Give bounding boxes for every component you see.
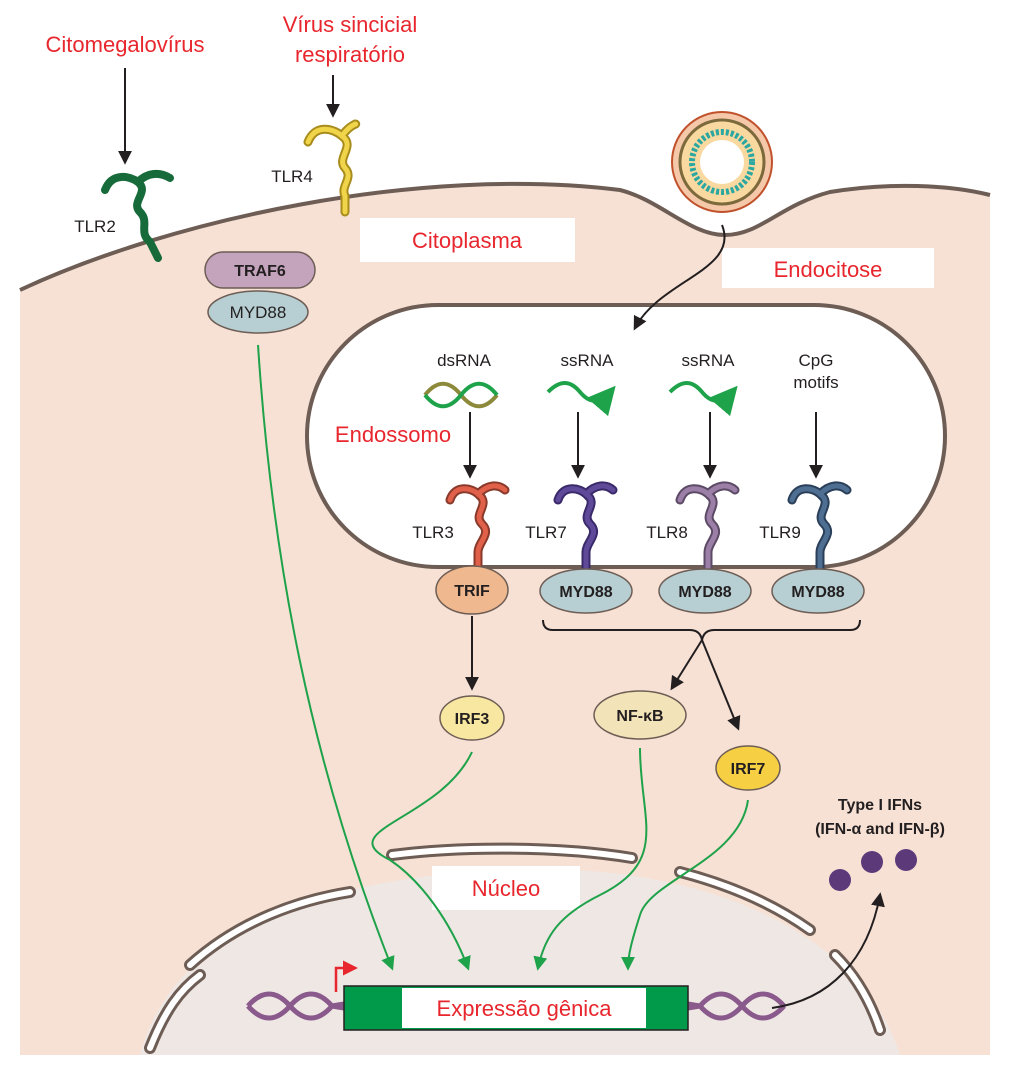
ssrna-tlr7-icon bbox=[546, 381, 616, 417]
endocitose-label-box bbox=[722, 248, 934, 288]
tlr4-label: TLR4 bbox=[271, 167, 313, 186]
citoplasma-label: Citoplasma bbox=[412, 228, 523, 253]
ssrna-tlr8-icon bbox=[668, 381, 738, 417]
tlr7-receptor-icon bbox=[553, 481, 618, 579]
cpg-label-line2: motifs bbox=[793, 373, 838, 392]
myd88-tlr7-adaptor: MYD88 bbox=[539, 568, 633, 614]
tlr8-receptor-icon bbox=[675, 481, 740, 579]
transcription-start-arrow-icon bbox=[334, 960, 358, 992]
irf7-factor: IRF7 bbox=[715, 745, 781, 791]
arrow-to-nfkb bbox=[670, 639, 703, 691]
trif-adaptor: TRIF bbox=[435, 565, 509, 615]
cpg-label-line1: CpG bbox=[799, 351, 834, 370]
dsrna-helix-icon bbox=[423, 381, 499, 409]
ifn-molecules-icon bbox=[829, 849, 917, 891]
tlr2-receptor-icon bbox=[101, 169, 174, 262]
endossomo-label: Endossomo bbox=[335, 422, 451, 447]
svg-text:NF-κB: NF-κB bbox=[616, 708, 663, 725]
cytomegalovirus-label: Citomegalovírus bbox=[46, 32, 205, 57]
endosome bbox=[305, 303, 947, 569]
irf3-factor: IRF3 bbox=[439, 695, 505, 741]
svg-text:TRAF6: TRAF6 bbox=[234, 263, 286, 280]
dna-helix-right-icon bbox=[687, 991, 786, 1021]
ifn-label-line1: Type I IFNs bbox=[838, 797, 922, 814]
tlr3-receptor-icon bbox=[445, 481, 510, 579]
rsv-label-line2: respiratório bbox=[295, 42, 405, 67]
tlr4-receptor-icon bbox=[303, 119, 361, 217]
nuclear-envelope bbox=[144, 842, 886, 1054]
svg-text:TRIF: TRIF bbox=[454, 583, 490, 600]
tlr9-receptor-icon bbox=[787, 481, 852, 579]
myd88-surface-adaptor: MYD88 bbox=[207, 290, 309, 334]
expressao-label-box bbox=[402, 988, 646, 1028]
svg-text:IRF3: IRF3 bbox=[455, 711, 490, 728]
arrow-to-irf7 bbox=[701, 639, 741, 731]
tlr8-label: TLR8 bbox=[646, 523, 688, 542]
signal-arrows bbox=[257, 344, 749, 971]
tlr3-label: TLR3 bbox=[412, 523, 454, 542]
ligand-arrows bbox=[463, 412, 823, 479]
svg-text:MYD88: MYD88 bbox=[678, 584, 731, 601]
svg-text:IRF7: IRF7 bbox=[731, 761, 766, 778]
myd88-tlr8-adaptor: MYD88 bbox=[658, 568, 752, 614]
myd88-tlr9-adaptor: MYD88 bbox=[771, 568, 865, 614]
ifn-label-line2: (IFN-α and IFN-β) bbox=[815, 821, 945, 838]
expressao-label: Expressão gênica bbox=[437, 996, 613, 1021]
svg-text:MYD88: MYD88 bbox=[791, 584, 844, 601]
arrow-to-ifns bbox=[771, 892, 885, 1009]
dsrna-label: dsRNA bbox=[437, 351, 492, 370]
endocitose-label: Endocitose bbox=[774, 257, 883, 282]
svg-text:MYD88: MYD88 bbox=[559, 584, 612, 601]
endocytosis-arrow bbox=[633, 224, 726, 331]
citoplasma-label-box bbox=[360, 218, 575, 262]
tlr7-label: TLR7 bbox=[525, 523, 567, 542]
rsv-label-line1: Vírus sincicial bbox=[283, 12, 417, 37]
plasma-membrane bbox=[19, 181, 991, 292]
nucleo-label: Núcleo bbox=[472, 876, 540, 901]
nucleo-label-box bbox=[432, 866, 580, 910]
virus-particle-icon bbox=[671, 111, 773, 213]
tlr9-label: TLR9 bbox=[759, 523, 801, 542]
svg-text:MYD88: MYD88 bbox=[230, 303, 287, 322]
ssrna-tlr7-label: ssRNA bbox=[561, 351, 615, 370]
traf6-adaptor: TRAF6 bbox=[204, 251, 316, 289]
dna-helix-left-icon bbox=[246, 991, 345, 1021]
nfkb-factor: NF-κB bbox=[593, 690, 687, 740]
ssrna-tlr8-label: ssRNA bbox=[682, 351, 736, 370]
tlr2-label: TLR2 bbox=[74, 217, 116, 236]
